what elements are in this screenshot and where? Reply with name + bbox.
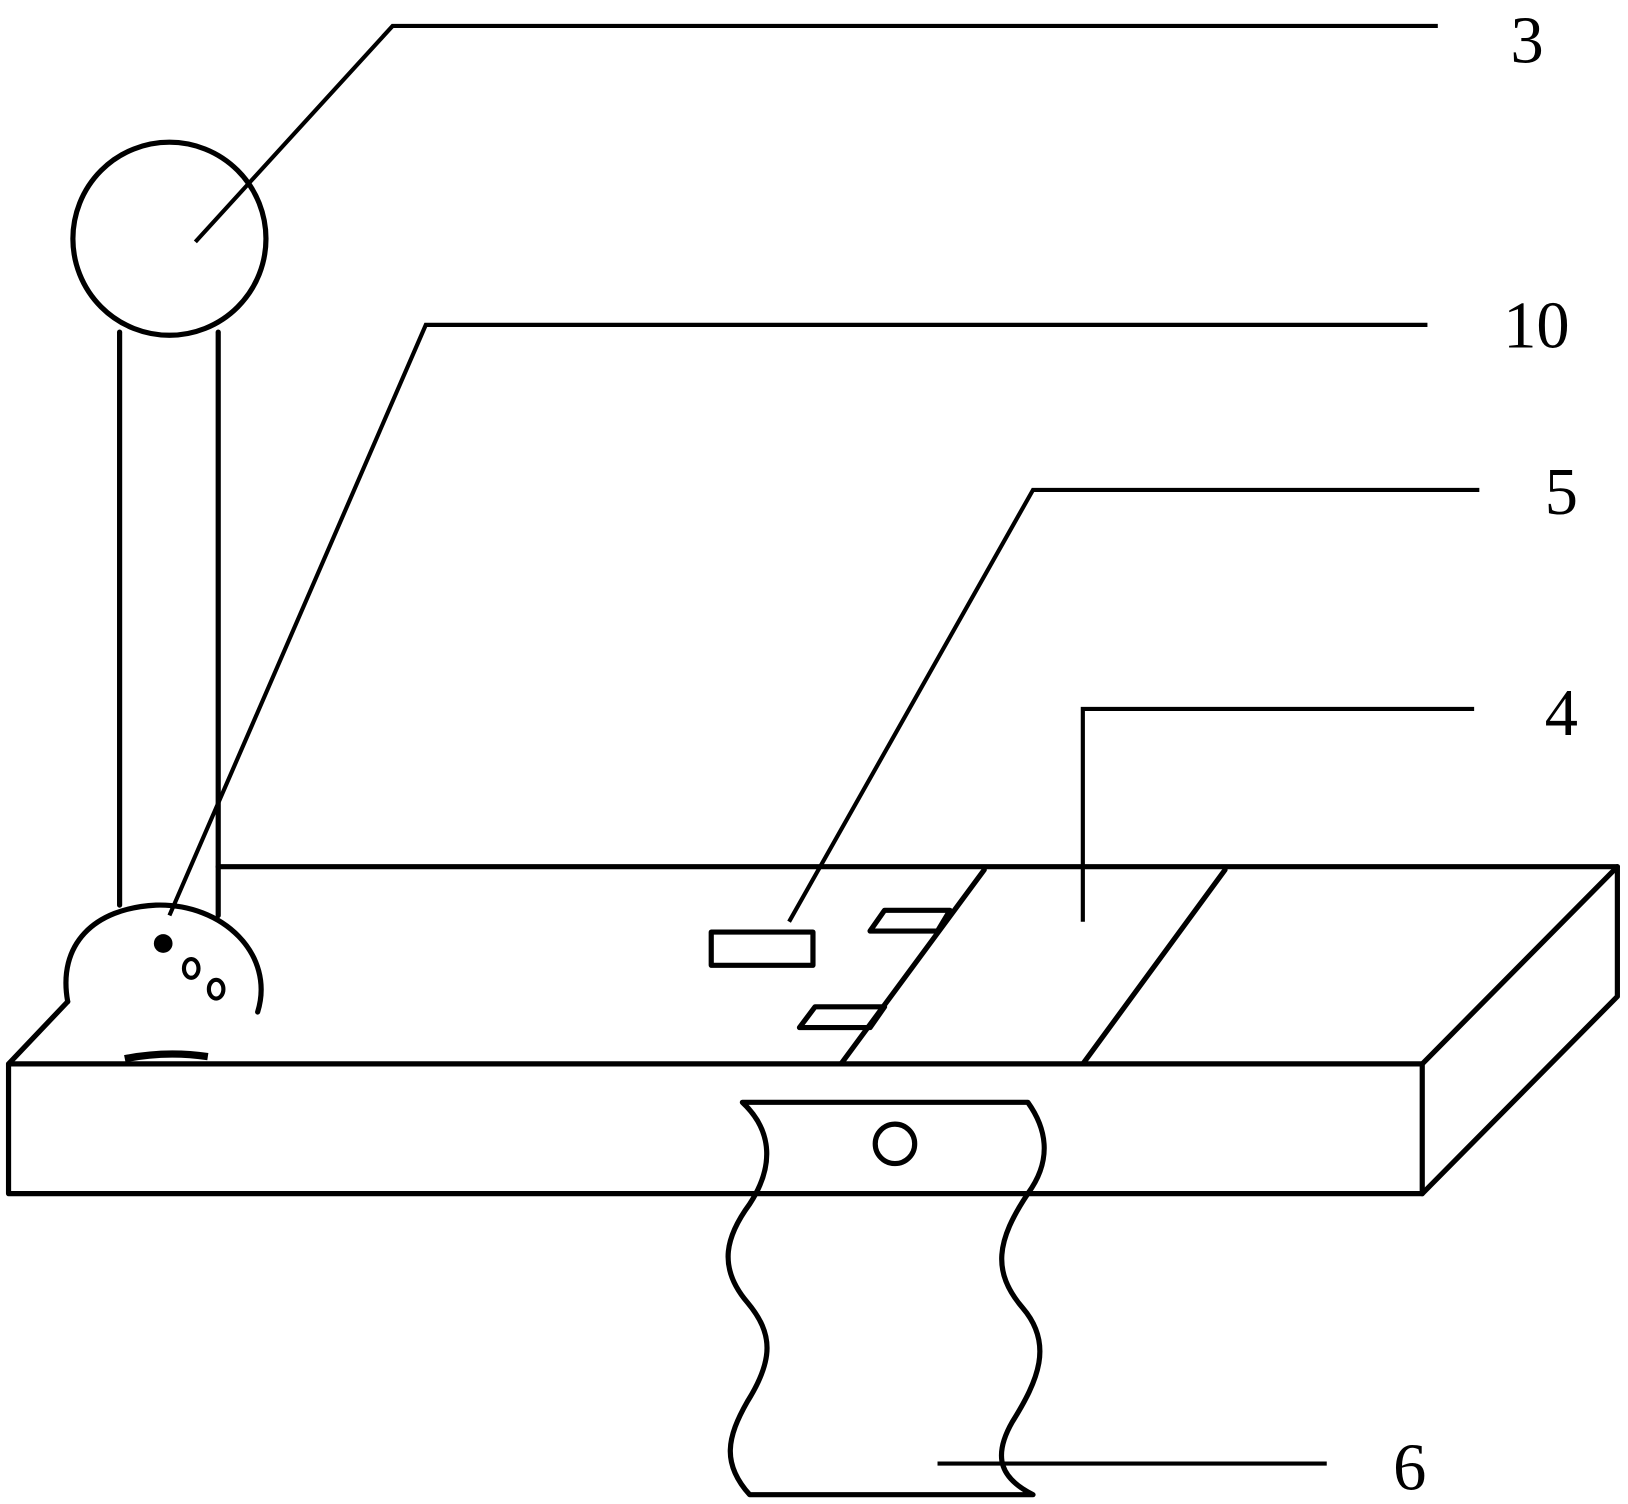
label-5: 5 xyxy=(1545,456,1578,529)
stand xyxy=(63,139,269,1015)
slot xyxy=(867,907,953,934)
label-10: 10 xyxy=(1503,290,1569,363)
label-3: 3 xyxy=(1510,4,1543,77)
indicator-dot xyxy=(153,934,173,953)
base-mark xyxy=(124,1050,209,1063)
leader-5 xyxy=(787,487,1480,923)
leader-4 xyxy=(1080,706,1475,922)
slot xyxy=(796,1004,888,1031)
component-5 xyxy=(708,929,816,968)
button-icon xyxy=(181,956,201,980)
band-left-edge xyxy=(838,867,987,1067)
base-plate xyxy=(5,864,1620,1197)
label-6: 6 xyxy=(1393,1431,1426,1504)
mount-hole xyxy=(872,1121,918,1167)
bracket-6 xyxy=(725,1099,1047,1498)
base-dome xyxy=(63,902,264,1015)
button-icon xyxy=(206,977,226,1001)
leader-10 xyxy=(167,322,1428,917)
label-4: 4 xyxy=(1545,677,1578,750)
band-right-edge xyxy=(1080,867,1228,1067)
leader-3 xyxy=(193,23,1438,244)
camera-head xyxy=(70,139,269,338)
